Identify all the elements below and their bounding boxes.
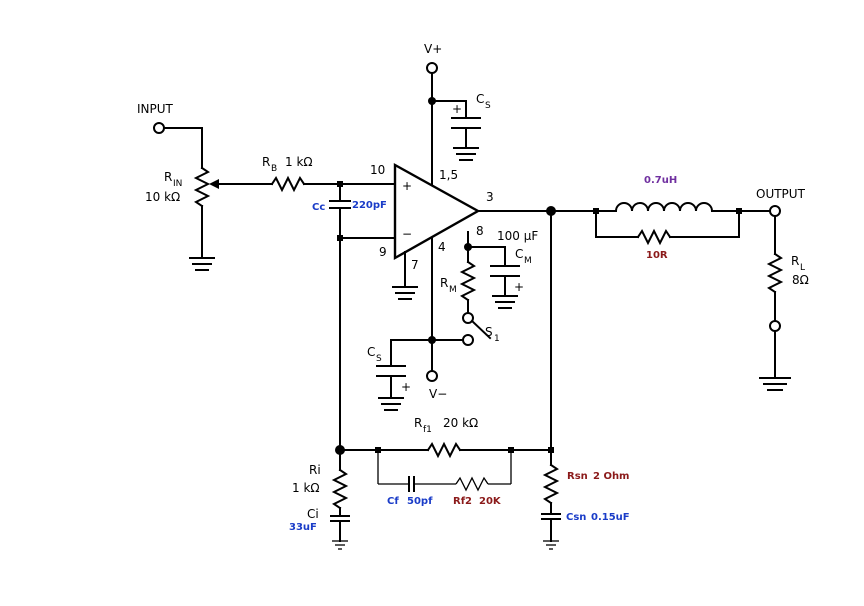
ri-resistor — [331, 468, 349, 510]
rb-label: R — [262, 155, 270, 169]
rf1-label-sub: f1 — [423, 425, 432, 435]
rf1-label: R — [414, 416, 422, 430]
ci-ground-icon — [332, 540, 348, 550]
ri-value: 1 kΩ — [292, 481, 320, 495]
vminus-label: V− — [429, 387, 447, 401]
ci-label: Ci — [307, 507, 319, 521]
cs-bottom-label-sub: S — [376, 354, 382, 364]
cm-label: C — [515, 247, 523, 261]
pin-10-label: 10 — [370, 163, 385, 177]
output-terminal — [769, 205, 781, 217]
rm-resistor — [459, 260, 477, 302]
cs-bottom-label: C — [367, 345, 375, 359]
cm-label-sub: M — [524, 256, 532, 266]
input-terminal — [153, 122, 165, 134]
r10-resistor — [636, 228, 672, 246]
rb-value: 1 kΩ — [285, 155, 313, 169]
rl-label: R — [791, 254, 799, 268]
ci-value: 33uF — [289, 522, 317, 533]
pin-3-label: 3 — [486, 190, 494, 204]
csn-ground-icon — [543, 540, 559, 550]
cm-ground-icon — [492, 295, 518, 309]
pin-8-label: 8 — [476, 224, 484, 238]
op-amp-plus-sign: + — [402, 179, 412, 193]
cs-bottom-ground-icon — [378, 397, 404, 411]
rin-ground-icon — [189, 257, 215, 271]
pin-9-label: 9 — [379, 245, 387, 259]
rb-resistor — [270, 175, 306, 193]
rf1-value: 20 kΩ — [443, 416, 478, 430]
csn-value: 0.15uF — [591, 512, 630, 523]
cs-top-ground-icon — [453, 147, 479, 161]
cf-capacitor — [408, 476, 415, 492]
csn-label: Csn — [566, 512, 586, 523]
cs-top-capacitor — [451, 117, 481, 129]
cc-value: 220pF — [352, 200, 387, 211]
cf-label: Cf — [387, 496, 399, 507]
r10-value: 10R — [646, 250, 668, 261]
vplus-terminal — [426, 62, 438, 74]
rl-label-sub: L — [800, 263, 805, 273]
op-amp-minus-sign: − — [402, 227, 412, 241]
output-label: OUTPUT — [756, 187, 806, 201]
rin-potentiometer — [193, 166, 211, 208]
rf1-resistor — [426, 441, 462, 459]
pin-15-label: 1,5 — [439, 168, 458, 182]
rin-wiper-arrow-icon — [209, 179, 219, 189]
rsn-resistor — [542, 463, 560, 505]
output-inductor — [614, 202, 714, 213]
ri-label: Ri — [309, 463, 321, 477]
rin-label-sub: IN — [173, 179, 182, 189]
vplus-label: V+ — [424, 42, 442, 56]
cs-top-label-sub: S — [485, 101, 491, 111]
rsn-top-node — [548, 447, 554, 453]
cc-label: Cc — [312, 202, 325, 213]
rf2-resistor — [455, 476, 489, 492]
cs-bottom-capacitor — [376, 365, 406, 377]
rsn-label: Rsn — [567, 471, 588, 482]
pin-4-label: 4 — [438, 240, 446, 254]
rsn-value: 2 Ohm — [593, 471, 629, 482]
op-amp-triangle — [393, 162, 481, 261]
rf2-label: Rf2 — [453, 496, 472, 507]
rl-ground-icon — [759, 377, 791, 391]
cm-value: 100 µF — [497, 229, 538, 243]
inductor-value: 0.7uH — [644, 175, 677, 186]
rb-label-sub: B — [271, 164, 277, 174]
input-label: INPUT — [137, 102, 174, 116]
rm-label: R — [440, 276, 448, 290]
cs-top-label: C — [476, 92, 484, 106]
rl-resistor — [766, 252, 784, 294]
s1-label: S — [485, 325, 493, 339]
s1-label-sub: 1 — [494, 334, 500, 344]
cm-capacitor — [490, 265, 520, 277]
rin-label: R — [164, 170, 172, 184]
vminus-terminal — [426, 370, 438, 382]
cs-top-polarity: + — [452, 102, 462, 116]
pin7-ground-icon — [392, 286, 418, 300]
cc-capacitor — [329, 200, 351, 209]
rl-bottom-terminal — [769, 320, 781, 332]
rf2-value: 20K — [479, 496, 502, 507]
s1-bottom-contact — [462, 334, 474, 346]
rin-value: 10 kΩ — [145, 190, 180, 204]
s1-switch-blade — [470, 319, 492, 340]
pin-7-label: 7 — [411, 258, 419, 272]
rl-value: 8Ω — [792, 273, 809, 287]
rm-label-sub: M — [449, 285, 457, 295]
cm-polarity: + — [514, 280, 524, 294]
cs-bottom-polarity: + — [401, 380, 411, 394]
cf-value: 50pf — [407, 496, 433, 507]
